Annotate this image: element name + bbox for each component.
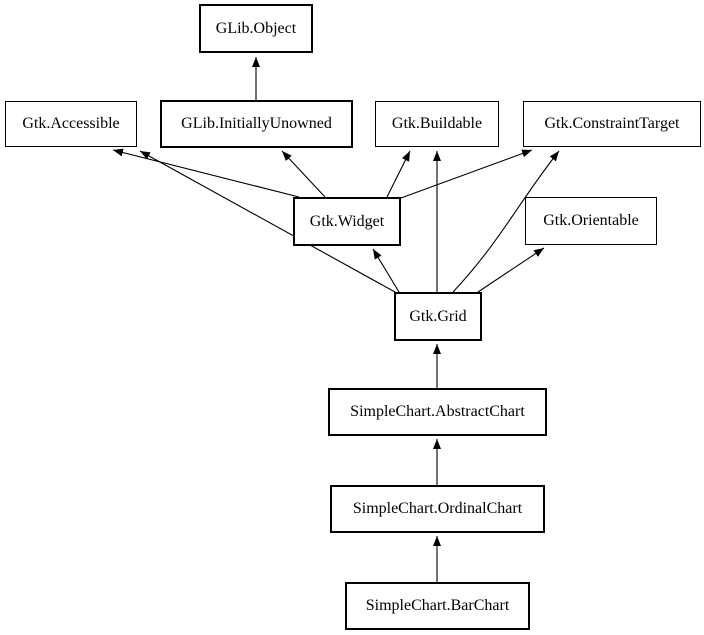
node-gtk-widget[interactable]: Gtk.Widget [293, 197, 401, 246]
node-gtk-constrainttarget[interactable]: Gtk.ConstraintTarget [523, 101, 701, 147]
edge-gtk-grid-to-gtk-constrainttarget [452, 150, 560, 293]
node-gtk-grid[interactable]: Gtk.Grid [394, 292, 482, 341]
node-label-gtk-buildable: Gtk.Buildable [391, 115, 483, 132]
node-label-glib-object: GLib.Object [215, 19, 297, 37]
node-gtk-buildable[interactable]: Gtk.Buildable [375, 101, 499, 147]
node-label-gtk-accessible: Gtk.Accessible [22, 115, 120, 132]
node-simplechart-abstractchart[interactable]: SimpleChart.AbstractChart [328, 388, 547, 436]
node-label-gtk-grid: Gtk.Grid [409, 307, 467, 325]
edge-gtk-widget-to-gtk-constrainttarget [400, 149, 533, 199]
edge-gtk-widget-to-glib-initiallyunowned [281, 150, 326, 198]
node-glib-initiallyunowned[interactable]: GLib.InitiallyUnowned [160, 100, 353, 148]
node-gtk-accessible[interactable]: Gtk.Accessible [5, 101, 137, 147]
node-label-glib-initiallyunowned: GLib.InitiallyUnowned [181, 115, 332, 132]
node-label-gtk-widget: Gtk.Widget [309, 212, 385, 230]
node-simplechart-barchart[interactable]: SimpleChart.BarChart [345, 582, 530, 630]
node-gtk-orientable[interactable]: Gtk.Orientable [525, 197, 657, 245]
node-glib-object[interactable]: GLib.Object [199, 4, 313, 53]
edge-gtk-grid-to-gtk-orientable [477, 247, 545, 293]
node-label-gtk-orientable: Gtk.Orientable [543, 212, 639, 229]
edge-gtk-grid-to-gtk-widget [372, 248, 400, 293]
node-label-gtk-constrainttarget: Gtk.ConstraintTarget [544, 115, 680, 132]
node-simplechart-ordinalchart[interactable]: SimpleChart.OrdinalChart [330, 485, 545, 533]
edge-gtk-widget-to-gtk-buildable [386, 150, 411, 198]
inheritance-arrows [112, 57, 560, 582]
node-label-simplechart-barchart: SimpleChart.BarChart [365, 597, 510, 614]
edge-gtk-widget-to-gtk-accessible [112, 148, 300, 198]
edge-gtk-grid-to-gtk-accessible [139, 150, 396, 293]
node-label-simplechart-abstractchart: SimpleChart.AbstractChart [350, 403, 525, 420]
node-label-simplechart-ordinalchart: SimpleChart.OrdinalChart [352, 500, 523, 517]
